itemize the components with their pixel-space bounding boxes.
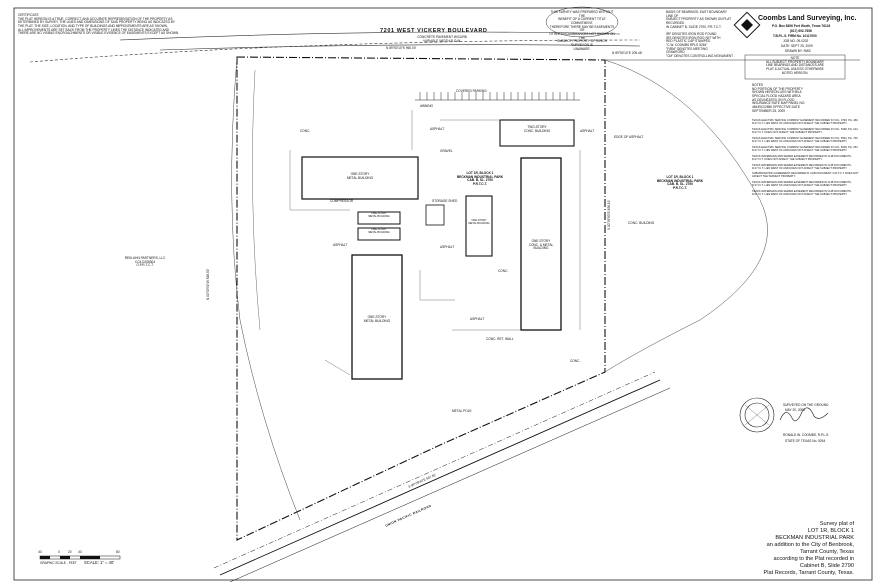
misc-label-5: CONC. <box>300 129 311 133</box>
lot-label-center: LOT 1R, BLOCK 1 BECKMAN INDUSTRIAL PARK … <box>456 171 504 187</box>
title-commitment-note: THIS SURVEY WAS PREPARED WITHOUT THE BEN… <box>549 10 615 51</box>
misc-label-11: CONC. RET. WALL <box>486 337 514 341</box>
building-southwest <box>351 254 403 380</box>
misc-label-3: ASPHALT <box>333 243 348 247</box>
note-bubble <box>545 6 619 38</box>
title-line-5: Tarrant County, Texas <box>800 548 854 555</box>
building-center <box>465 195 493 257</box>
graphic-scale-bar <box>39 555 121 560</box>
building-label-4: ONE-STORY METAL BUILDING <box>363 315 391 323</box>
misc-label-6: CONC. <box>498 269 509 273</box>
misc-label-9: AWNING <box>420 104 433 108</box>
parking-stripes <box>415 92 580 101</box>
building-two-story <box>499 119 575 147</box>
company-name: Coombs Land Surveying, Inc. <box>758 15 857 22</box>
conc-building-label: CONC. BUILDING <box>628 221 655 225</box>
misc-label-8: GRAVEL <box>440 149 453 153</box>
bearing-north-line: N 89°50'10"E 960.00' <box>386 46 417 50</box>
company-drawn: DRAWN BY: RWC <box>785 49 812 53</box>
misc-label-12: COMPRESSOR <box>330 199 354 203</box>
flood-note: NOTES NO PORTION OF THE PROPERTY SHOWN H… <box>752 83 806 113</box>
small-shed <box>425 204 445 226</box>
title-block: Survey plat of LOT 1R, BLOCK 1 BECKMAN I… <box>764 521 854 577</box>
misc-label-7: CONC. <box>570 359 581 363</box>
building-label-6: ONE-STORY CONC. & METAL BUILDING <box>528 239 554 251</box>
company-address: P.O. Box 8396 Fort Worth, Texas 76124 <box>772 24 831 28</box>
property-boundary <box>236 56 606 541</box>
seal-name: RONALD W. COOMBS, R.P.L.S. <box>783 433 830 437</box>
seal-line2: MAY 20, 2009 <box>785 408 805 412</box>
railroad-track <box>213 371 671 583</box>
building-label-7: TWO-STORY CONC. BUILDING <box>523 125 551 133</box>
signature <box>779 407 829 422</box>
scale-tick-3: 40 <box>78 550 82 554</box>
west-drive-curve <box>231 56 301 521</box>
company-firm: T.B.P.L.S. FIRM No. 10117000 <box>773 34 817 38</box>
street-edges <box>29 31 641 63</box>
title-line-2: LOT 1R, BLOCK 1 <box>807 527 854 534</box>
misc-label-10: COVERED PARKING <box>456 89 487 93</box>
title-line-6: according to the Plat recorded in <box>773 555 854 562</box>
seal-line1: SURVEYED ON THE GROUND <box>783 403 829 407</box>
misc-label-1: ASPHALT <box>440 245 455 249</box>
street-subtitle: CONCRETE PAVEMENT W/CURB VARIABLE WIDTH … <box>417 35 467 43</box>
building-label-2: ONE-STORY METAL BUILDING <box>368 212 390 218</box>
west-owner: REKLAHN PARTNERS, LLC CC# D208304 O.P.R.… <box>124 256 166 268</box>
misc-label-4: ASPHALT <box>580 129 595 133</box>
note-box <box>744 54 846 80</box>
surveyor-seal <box>739 397 775 433</box>
building-north-long <box>301 156 419 200</box>
building-label-3: ONE-STORY METAL BUILDING <box>368 228 390 234</box>
scale-label: GRAPHIC SCALE - FEET <box>40 561 77 565</box>
title-line-1: Survey plat of <box>819 521 854 527</box>
drainage-curve <box>604 59 768 373</box>
building-east <box>520 157 562 331</box>
buildings <box>301 119 575 380</box>
certificate-note: CERTIFICATE THE PLAT HEREON IS A TRUE, C… <box>18 13 180 36</box>
title-line-3: BECKMAN INDUSTRIAL PARK <box>775 534 854 541</box>
bearing-west: N 00°09'50"W 818.50' <box>206 268 210 300</box>
bearing-north: N 89°50'10"E 205.46' <box>612 51 643 55</box>
basis-of-bearings-note: BASIS OF BEARINGS: EAST BOUNDARY LINE OF… <box>666 10 734 59</box>
scale-tick-1: 0 <box>58 550 60 554</box>
easement-notes: TEXAS ELECTRIC SERVICE COMPANY EASEMENT … <box>752 119 859 197</box>
sheet-border <box>13 7 873 581</box>
company-phone: (817) 692-7658 <box>790 29 812 33</box>
title-line-4: an addition to the City of Benbrook, <box>766 541 854 548</box>
title-line-7: Cabinet B, Slide 2790 <box>799 562 854 569</box>
company-job: JOB NO. 09-0202 <box>783 39 809 43</box>
street-name: 7201 WEST VICKERY BOULEVARD <box>380 28 488 34</box>
scale-tick-4: 80 <box>116 550 120 554</box>
building-small-b <box>357 227 401 241</box>
company-date: DATE: SEPT 25, 2009 <box>781 44 813 48</box>
building-label-5: ONE-STORY METAL BUILDING <box>468 219 490 225</box>
scale-text: SCALE: 1" = 40' <box>84 560 115 565</box>
seal-state: STATE OF TEXAS No. 5264 <box>785 439 826 443</box>
misc-label-0: ASPHALT <box>430 127 445 131</box>
title-line-8: Plat Records, Tarrant County, Texas. <box>763 569 854 576</box>
building-small-a <box>357 211 401 225</box>
lot-label-east: LOT 1R, BLOCK 1 BECKMAN INDUSTRIAL PARK … <box>656 175 704 191</box>
scale-tick-0: 40 <box>38 550 42 554</box>
misc-label-14: METAL POLE <box>452 409 472 413</box>
building-label-1: ONE-STORY METAL BUILDING <box>346 172 374 180</box>
scale-tick-2: 20 <box>68 550 72 554</box>
misc-label-2: ASPHALT <box>470 317 485 321</box>
west-drive-edge <box>252 69 261 331</box>
bearing-east: S 00°09'50"E 826.19' <box>607 199 611 230</box>
drive-lines <box>289 110 581 376</box>
misc-label-13: STORAGE SHED <box>432 199 458 203</box>
company-logo <box>733 11 761 39</box>
misc-label-15: EDGE OF ASPHALT <box>614 135 644 139</box>
boundary-note: NOTE ALL SUBJECT PROPERTY BOUNDARY LINE … <box>765 56 825 75</box>
